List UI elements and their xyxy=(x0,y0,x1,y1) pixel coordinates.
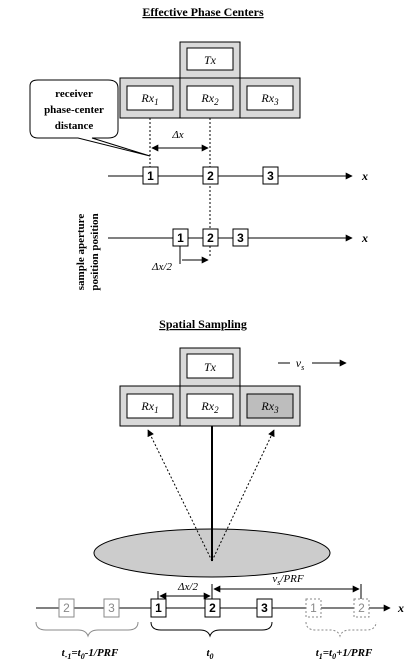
svg-text:2: 2 xyxy=(358,601,365,615)
svg-text:Rx2: Rx2 xyxy=(200,91,219,107)
left-label-sample-aperture: sample aperture xyxy=(75,214,87,291)
next-brace xyxy=(305,621,377,638)
callout-bubble: receiver phase-center distance xyxy=(29,79,151,157)
svg-text:Rx3: Rx3 xyxy=(260,399,279,415)
top-rx-1-antenna: Rx1 xyxy=(119,77,181,119)
svg-text:3: 3 xyxy=(261,601,268,615)
top-rx-1-label: Rx xyxy=(140,91,154,105)
bottom-rx-2-label: Rx xyxy=(200,399,214,413)
top-rx-2-label: Rx xyxy=(200,91,214,105)
bottom-rx-2-antenna: Rx2 xyxy=(179,385,241,427)
t-minus-label: t-1=t0-1/PRF xyxy=(62,647,119,661)
callout-line-2: phase-center xyxy=(44,104,104,116)
prev-box-3: 3 xyxy=(103,598,120,618)
row1-box-3: 3 xyxy=(262,166,279,185)
bottom-rx-3-sub: 3 xyxy=(273,405,279,415)
row1-box-1: 1 xyxy=(142,166,159,185)
velocity-indicator: vs xyxy=(278,356,347,372)
svg-text:1: 1 xyxy=(177,231,184,245)
bottom-rx-3-label: Rx xyxy=(260,399,274,413)
svg-text:3: 3 xyxy=(237,231,244,245)
bottom-delta-x-half-label: Δx/2 xyxy=(177,581,198,593)
svg-text:2: 2 xyxy=(209,601,216,615)
bottom-rx-1-antenna: Rx1 xyxy=(119,385,181,427)
svg-text:vs: vs xyxy=(296,356,304,372)
bottom-title: Spatial Sampling xyxy=(159,317,247,331)
prev-brace xyxy=(35,621,139,638)
row1-axis-label: x xyxy=(361,169,368,183)
top-rx-2-antenna: Rx2 xyxy=(179,77,241,119)
cur-brace xyxy=(150,621,273,638)
svg-text:1: 1 xyxy=(155,601,162,615)
t-plus-label: t1=t0+1/PRF xyxy=(316,647,373,661)
row2-box-1: 1 xyxy=(172,228,189,247)
velocity-sub: s xyxy=(301,363,304,372)
svg-text:Rx1: Rx1 xyxy=(140,399,158,415)
bottom-axis-label: x xyxy=(397,601,404,615)
rx1-echo-beam xyxy=(147,429,213,562)
top-rx-2-sub: 2 xyxy=(214,97,219,107)
svg-text:Rx2: Rx2 xyxy=(200,399,219,415)
cur-box-3: 3 xyxy=(256,598,273,618)
callout-line-1: receiver xyxy=(55,88,93,100)
vs-prf-tail: /PRF xyxy=(279,573,303,585)
cur-box-2: 2 xyxy=(204,598,221,618)
svg-text:1: 1 xyxy=(310,601,317,615)
top-rx-3-label: Rx xyxy=(260,91,274,105)
svg-text:3: 3 xyxy=(267,169,274,183)
next-box-2: 2 xyxy=(353,598,370,618)
t0-label: t0 xyxy=(206,647,213,661)
svg-text:2: 2 xyxy=(207,231,214,245)
row2-axis-label: x xyxy=(361,231,368,245)
row2-box-2: 2 xyxy=(202,228,219,247)
delta-x-label: Δx xyxy=(171,129,183,141)
vs-prf-label: v xyxy=(272,573,277,585)
bottom-rx-1-sub: 1 xyxy=(154,405,159,415)
vs-prf-sub: s xyxy=(277,578,280,587)
top-rx-1-sub: 1 xyxy=(154,97,159,107)
top-rx-3-sub: 3 xyxy=(273,97,279,107)
prev-box-2: 2 xyxy=(58,598,75,618)
callout-line-3: distance xyxy=(55,120,94,132)
left-label-position: position position xyxy=(89,213,101,290)
bottom-tx-antenna: Tx xyxy=(179,347,241,387)
top-tx-label: Tx xyxy=(204,53,217,67)
bottom-rx-2-sub: 2 xyxy=(214,405,219,415)
next-box-1: 1 xyxy=(305,598,322,618)
svg-text:2: 2 xyxy=(63,601,70,615)
velocity-label: v xyxy=(296,356,302,370)
top-title: Effective Phase Centers xyxy=(142,5,264,19)
svg-text:2: 2 xyxy=(207,169,214,183)
svg-text:vs/PRF: vs/PRF xyxy=(272,573,304,587)
svg-text:Rx1: Rx1 xyxy=(140,91,158,107)
top-tx-antenna: Tx xyxy=(179,41,241,79)
bottom-tx-label: Tx xyxy=(204,360,217,374)
row1-box-2: 2 xyxy=(202,166,219,185)
bottom-rx-1-label: Rx xyxy=(140,399,154,413)
svg-text:1: 1 xyxy=(147,169,154,183)
delta-x-half-label: Δx/2 xyxy=(151,261,172,273)
row2-box-3: 3 xyxy=(232,228,249,247)
bottom-rx-3-antenna: Rx3 xyxy=(239,385,301,427)
top-rx-3-antenna: Rx3 xyxy=(239,77,301,119)
cur-box-1: 1 xyxy=(150,598,167,618)
rx3-echo-beam xyxy=(211,429,275,562)
svg-text:Rx3: Rx3 xyxy=(260,91,279,107)
svg-text:3: 3 xyxy=(108,601,115,615)
